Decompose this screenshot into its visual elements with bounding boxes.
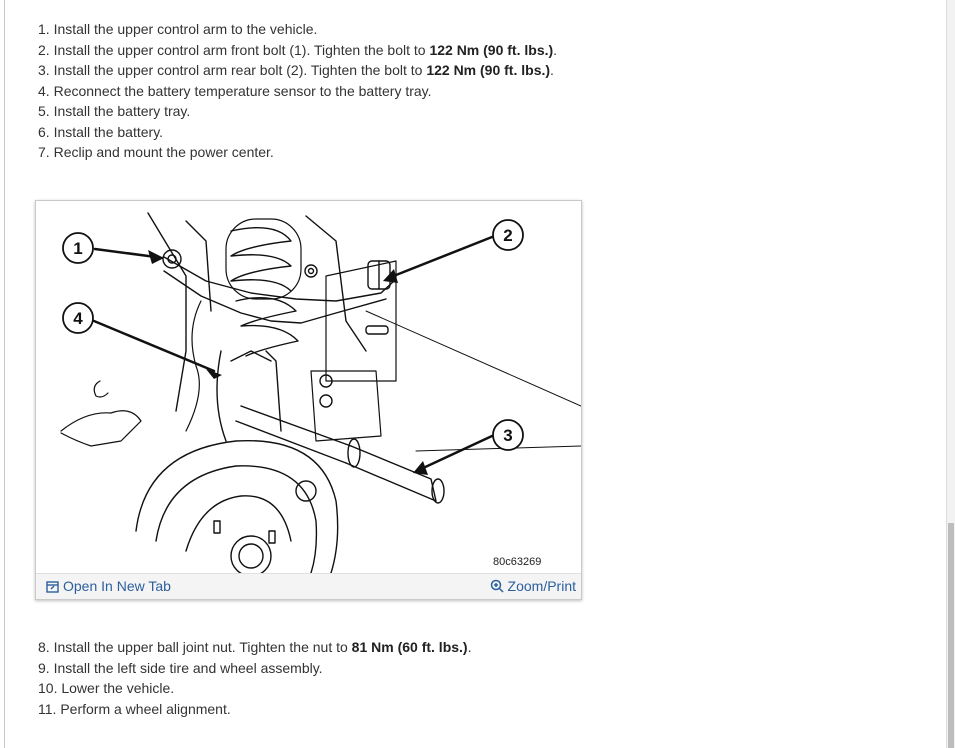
step-item: 11. Perform a wheel alignment. <box>38 699 471 720</box>
open-in-new-tab-link[interactable]: Open In New Tab <box>46 578 171 596</box>
suspension-illustration: 1 2 3 4 <box>60 212 581 573</box>
step-number: 4. <box>38 82 50 99</box>
step-text: Perform a wheel alignment. <box>60 700 231 717</box>
magnifier-plus-icon <box>490 579 504 596</box>
step-number: 7. <box>38 144 50 160</box>
zoom-print-label: Zoom/Print <box>507 578 576 594</box>
step-text: Install the upper control arm rear bolt … <box>53 62 427 78</box>
step-number: 10. <box>38 680 58 696</box>
step-text: Reconnect the battery temperature sensor… <box>53 82 432 99</box>
vertical-scrollbar[interactable] <box>946 0 955 748</box>
step-number: 6. <box>38 123 50 140</box>
installer-tool <box>235 405 445 504</box>
step-number: 9. <box>38 659 50 676</box>
open-new-tab-icon <box>46 580 59 596</box>
step-item: 5. Install the battery tray. <box>38 101 557 122</box>
callout-circles <box>62 219 524 451</box>
step-number: 8. <box>38 639 50 655</box>
steps-list-top: 1. Install the upper control arm to the … <box>38 19 557 163</box>
step-item: 2. Install the upper control arm front b… <box>38 40 557 61</box>
step-text: Lower the vehicle. <box>61 680 175 696</box>
torque-spec: 122 Nm (90 ft. lbs.) <box>429 41 554 58</box>
step-item: 6. Install the battery. <box>38 122 557 143</box>
step-item: 1. Install the upper control arm to the … <box>38 19 557 40</box>
step-text: Reclip and mount the power center. <box>53 144 274 160</box>
torque-spec: 81 Nm (60 ft. lbs.) <box>351 639 468 655</box>
step-text: Install the upper control arm to the veh… <box>53 21 318 37</box>
step-item: 8. Install the upper ball joint nut. Tig… <box>38 637 471 658</box>
figure-card: 1 2 3 4 80c63269 Open In New Tab Zoom/Pr… <box>35 200 582 600</box>
callout-3: 3 <box>503 426 512 445</box>
callout-1: 1 <box>73 239 82 258</box>
torque-spec: 122 Nm (90 ft. lbs.) <box>426 62 551 78</box>
step-item: 4. Reconnect the battery temperature sen… <box>38 81 557 102</box>
callout-2: 2 <box>503 226 512 245</box>
figure-toolbar: Open In New Tab Zoom/Print <box>36 573 581 599</box>
coil-spring <box>225 218 302 357</box>
step-text: Install the left side tire and wheel ass… <box>53 659 323 676</box>
step-number: 5. <box>38 103 50 119</box>
step-text-tail: . <box>550 62 554 78</box>
step-item: 7. Reclip and mount the power center. <box>38 142 557 163</box>
step-text: Install the battery. <box>53 123 164 140</box>
step-item: 9. Install the left side tire and wheel … <box>38 658 471 679</box>
figure-code: 80c63269 <box>493 556 542 568</box>
callout-4: 4 <box>73 309 83 328</box>
step-number: 2. <box>38 41 50 58</box>
open-in-new-tab-label: Open In New Tab <box>63 578 171 594</box>
step-item: 10. Lower the vehicle. <box>38 678 471 699</box>
step-text: Install the upper ball joint nut. Tighte… <box>53 639 352 655</box>
step-text-tail: . <box>467 639 472 655</box>
step-text: Install the battery tray. <box>53 103 191 119</box>
step-text: Install the upper control arm front bolt… <box>53 41 430 58</box>
page-left-border <box>4 0 5 748</box>
callout-arrows <box>92 235 494 471</box>
zoom-print-link[interactable]: Zoom/Print <box>490 578 576 596</box>
step-number: 3. <box>38 62 50 78</box>
brake-rotor <box>135 439 339 573</box>
step-item: 3. Install the upper control arm rear bo… <box>38 60 557 81</box>
steps-list-bottom: 8. Install the upper ball joint nut. Tig… <box>38 637 471 719</box>
scrollbar-thumb[interactable] <box>948 523 954 748</box>
upper-control-arm <box>162 249 395 324</box>
step-number: 11. <box>38 700 57 717</box>
step-number: 1. <box>38 21 50 37</box>
step-text-tail: . <box>553 41 558 58</box>
